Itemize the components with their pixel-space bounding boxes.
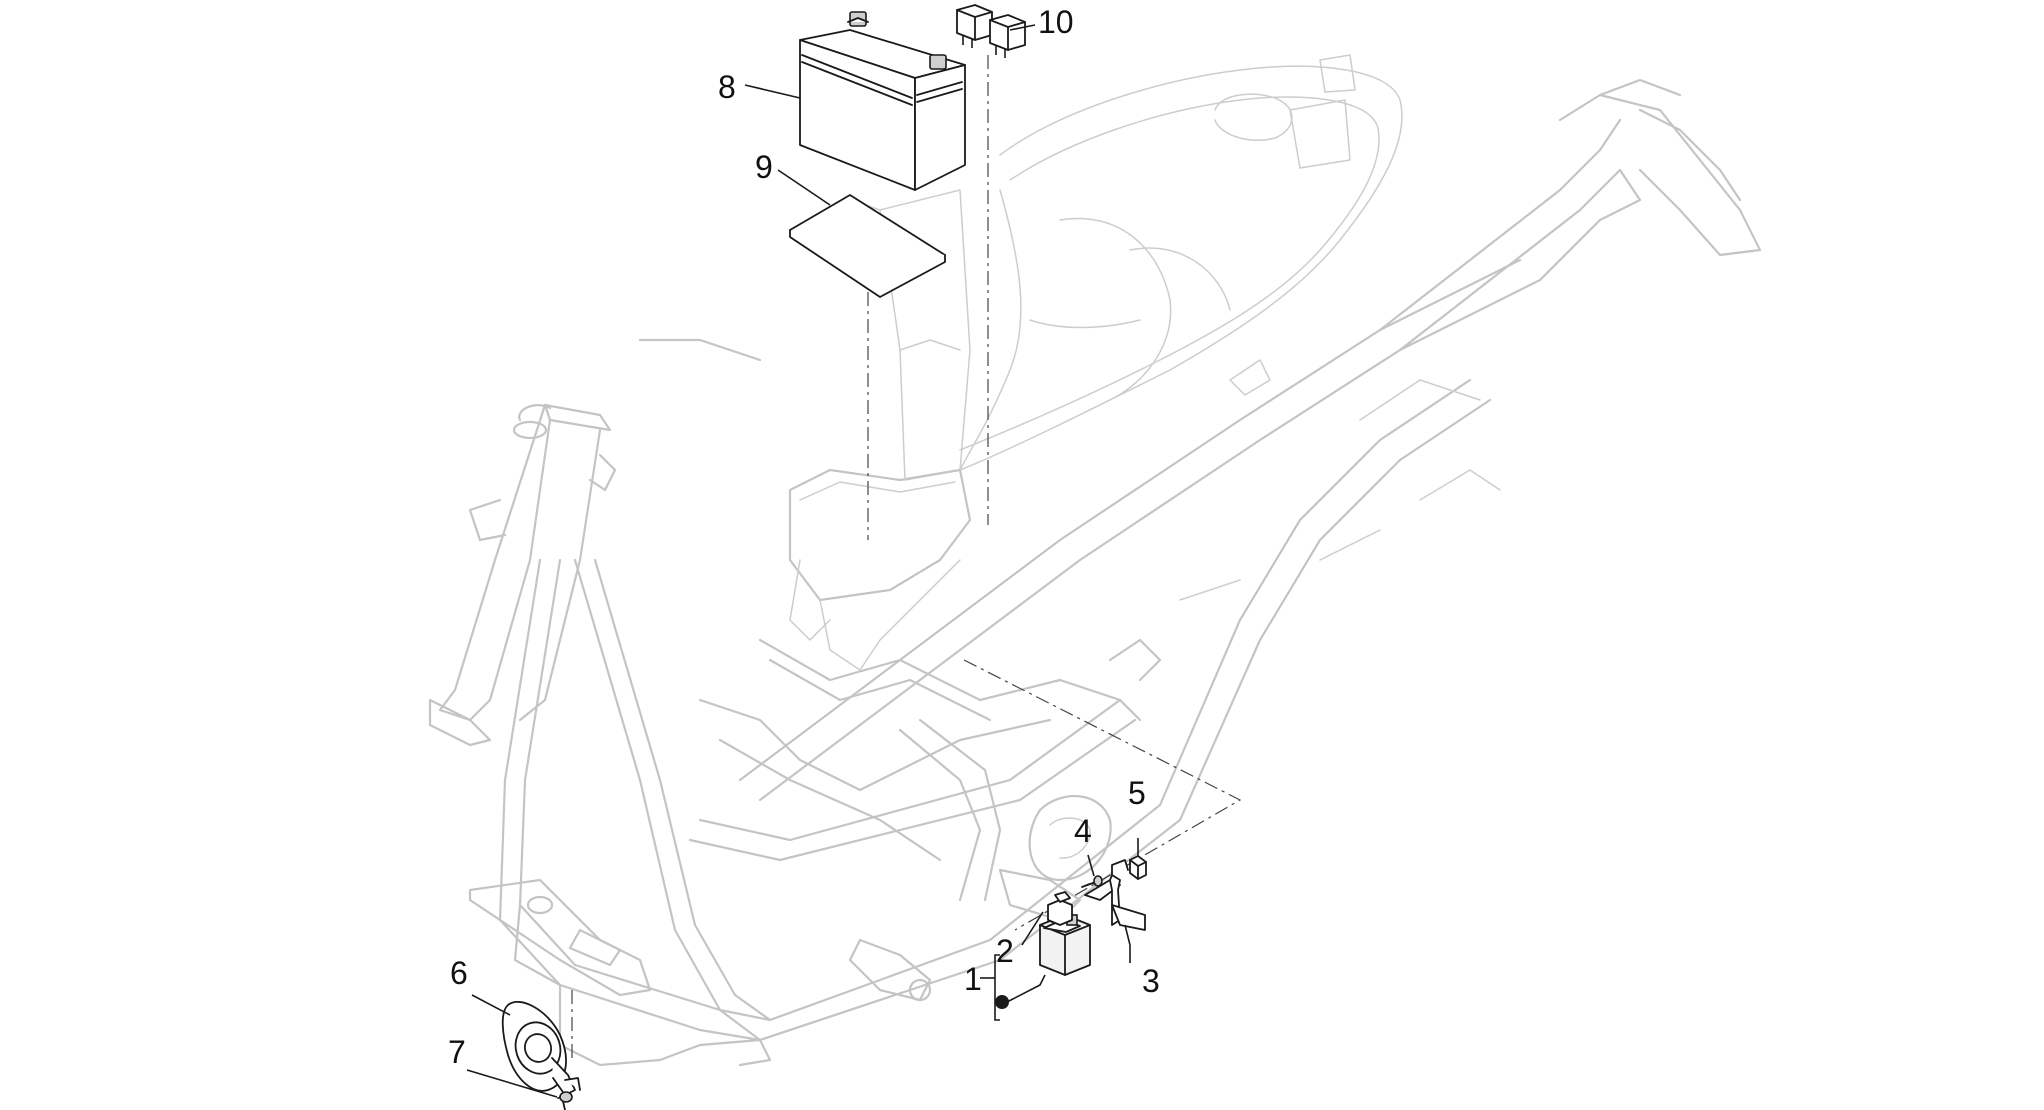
scooter-frame bbox=[428, 54, 1762, 1067]
callout-10: 10 bbox=[1038, 4, 1074, 40]
callout-3: 3 bbox=[1142, 963, 1160, 999]
callout-6: 6 bbox=[450, 955, 468, 991]
horn-screw bbox=[557, 1091, 573, 1110]
kit-bullet bbox=[995, 995, 1009, 1009]
assembly-lines bbox=[571, 55, 1242, 1060]
leader-lines bbox=[466, 24, 1139, 1098]
starter-relay bbox=[1039, 891, 1091, 976]
callout-2: 2 bbox=[996, 933, 1014, 969]
callout-1: 1 bbox=[964, 961, 982, 997]
battery-pad bbox=[789, 194, 946, 298]
battery bbox=[799, 11, 966, 191]
callout-labels: 1 2 3 4 5 6 7 8 9 10 bbox=[448, 4, 1160, 1070]
callout-8: 8 bbox=[718, 69, 736, 105]
callout-9: 9 bbox=[755, 149, 773, 185]
callout-7: 7 bbox=[448, 1034, 466, 1070]
relays bbox=[956, 4, 1026, 58]
clip-nut bbox=[1129, 855, 1147, 880]
callout-5: 5 bbox=[1128, 775, 1146, 811]
horn bbox=[501, 1000, 581, 1096]
screw bbox=[1081, 875, 1103, 888]
relay-bracket bbox=[1084, 859, 1146, 931]
callout-4: 4 bbox=[1074, 813, 1092, 849]
